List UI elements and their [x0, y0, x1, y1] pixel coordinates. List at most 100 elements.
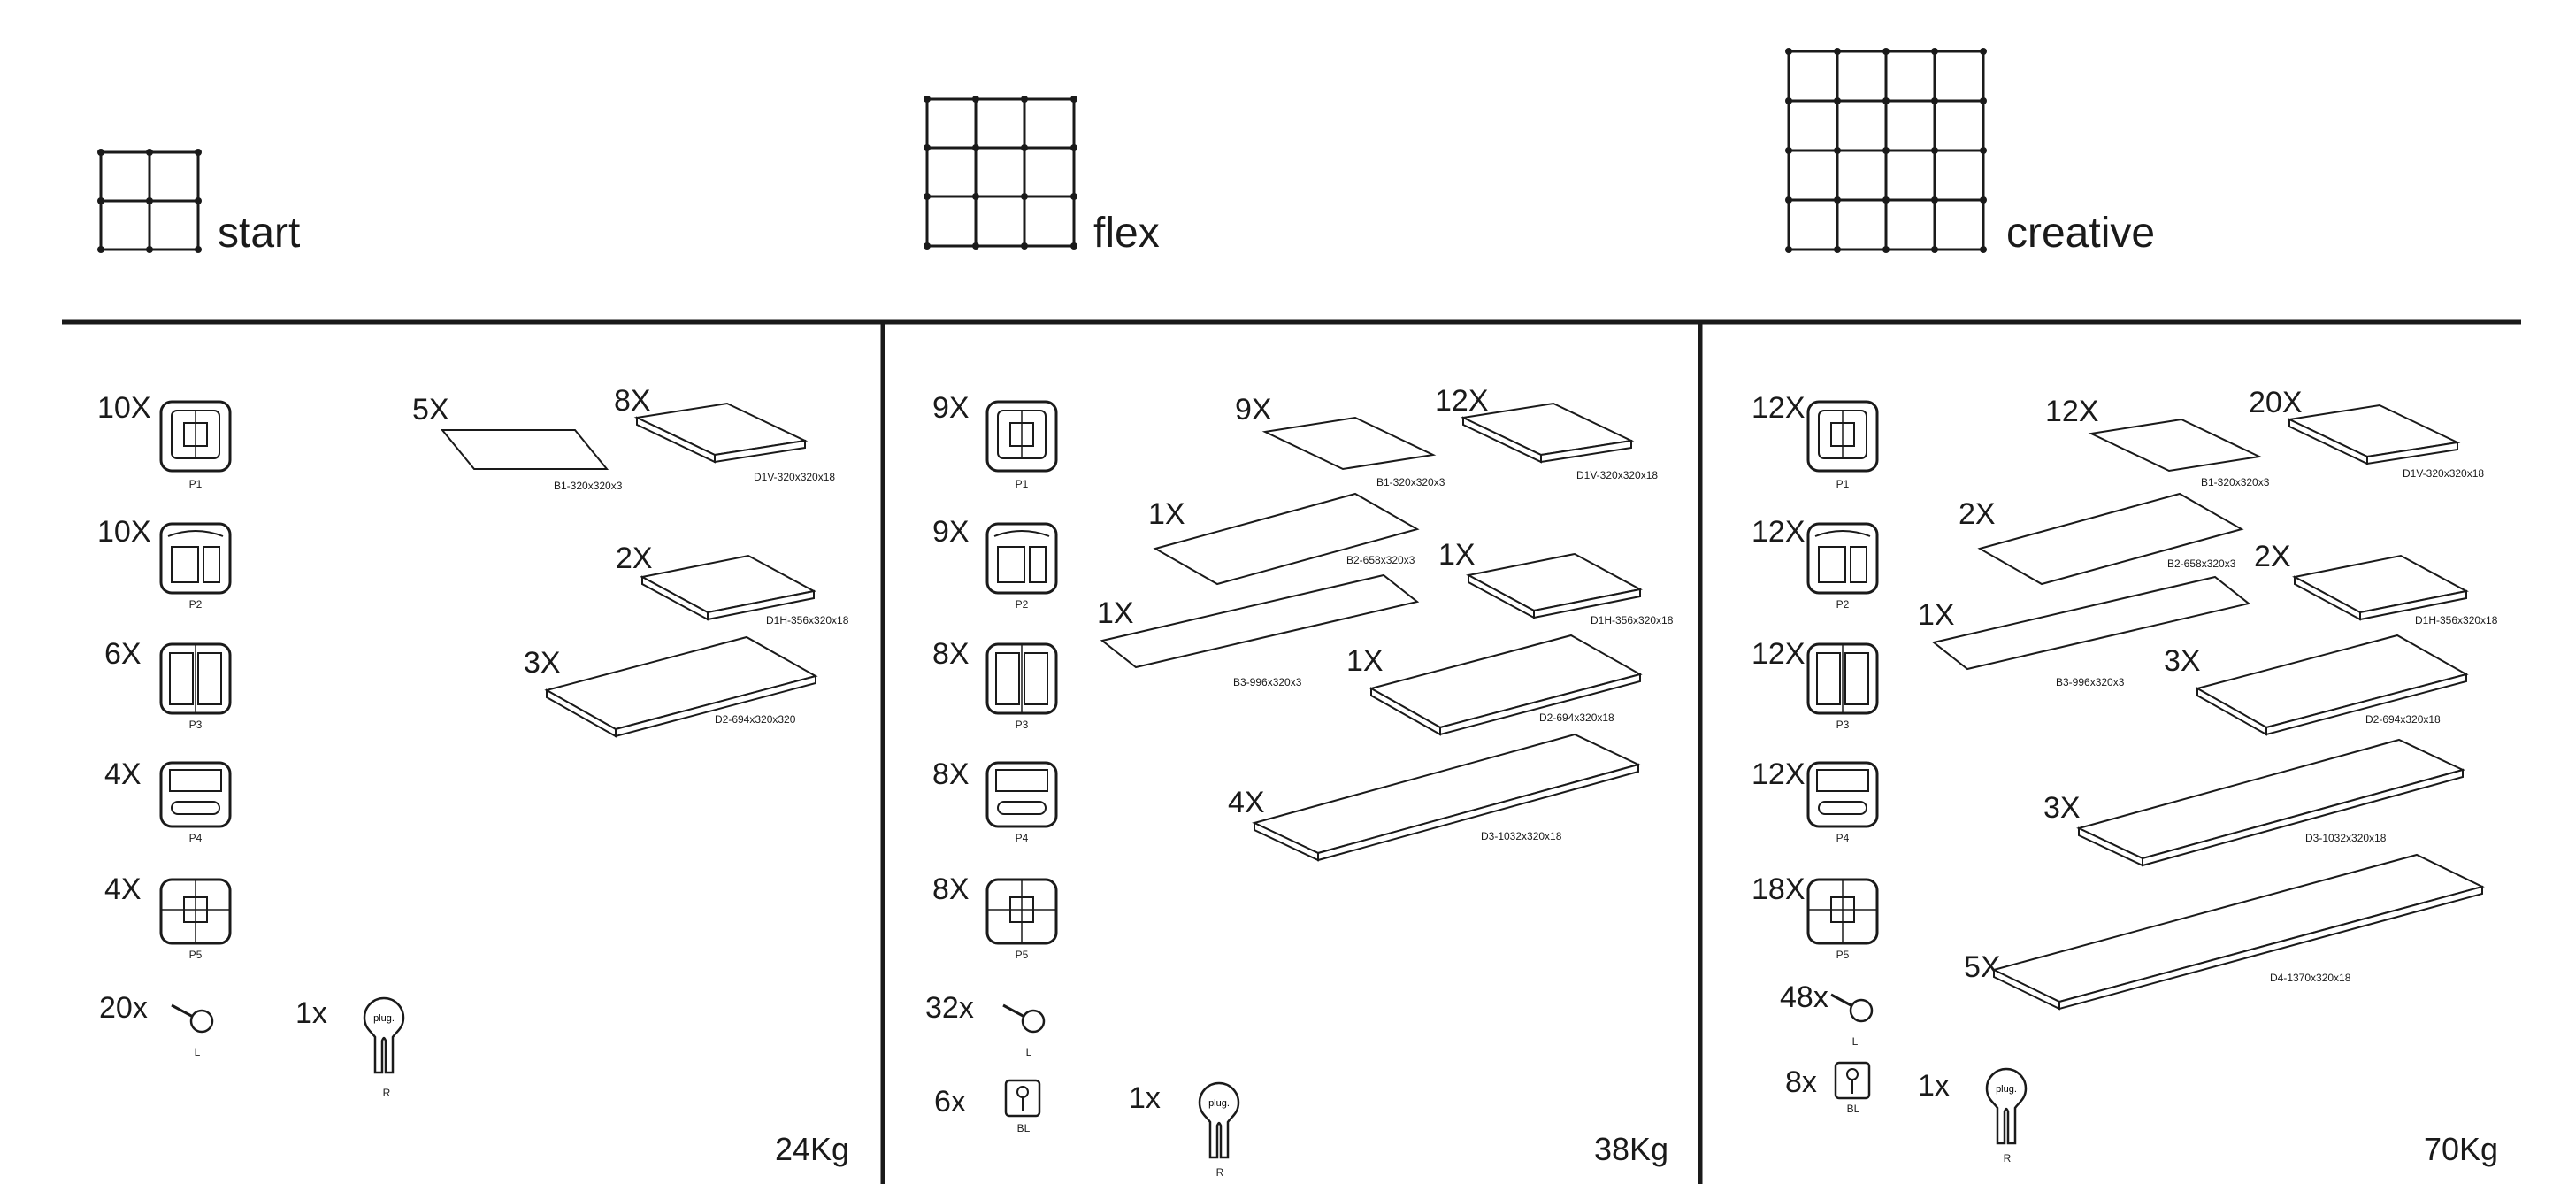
board-code: B1-320x320x3: [1376, 476, 1445, 488]
connector-qty: 6X: [104, 637, 142, 671]
tool-qty: 1x: [1918, 1069, 1950, 1103]
board-qty: 3X: [2043, 791, 2081, 825]
connector-qty: 4X: [104, 757, 142, 791]
board-qty: 1X: [1438, 538, 1476, 572]
grid-icon-start: [97, 149, 202, 253]
tool-icon: plug.: [1198, 1081, 1240, 1159]
connector-p1-icon: [985, 400, 1058, 473]
block-qty: 6x: [934, 1085, 966, 1119]
board-qty: 20X: [2249, 386, 2303, 419]
connector-qty: 9X: [932, 391, 970, 425]
pin-qty: 48x: [1780, 980, 1828, 1014]
board-qty: 2X: [616, 542, 653, 575]
connector-qty: 8X: [932, 757, 970, 791]
connector-label: P2: [1836, 598, 1850, 611]
board-b3: [1931, 575, 2251, 671]
connector-qty: 4X: [104, 873, 142, 906]
block-icon: [1004, 1079, 1041, 1118]
connector-p4-icon: [1806, 761, 1879, 828]
board-code: D2-694x320x18: [1539, 711, 1614, 724]
pin-qty: 32x: [925, 991, 974, 1025]
block-label: BL: [1846, 1103, 1860, 1115]
connector-label: P1: [1015, 478, 1029, 490]
connector-p3-icon: [985, 642, 1058, 715]
connector-qty: 12X: [1752, 637, 1806, 671]
connector-qty: 18X: [1752, 873, 1806, 906]
board-d3: [1252, 733, 1641, 862]
svg-text:plug.: plug.: [373, 1013, 395, 1024]
board-b1: [2088, 418, 2263, 473]
svg-text:plug.: plug.: [1996, 1084, 2017, 1095]
board-qty: 2X: [2254, 540, 2291, 573]
board-qty: 1X: [1346, 644, 1384, 678]
board-qty: 1X: [1097, 596, 1134, 630]
board-qty: 3X: [2164, 644, 2201, 678]
connector-label: P4: [1015, 832, 1029, 844]
connector-p4-icon: [985, 761, 1058, 828]
board-code: B3-996x320x3: [1233, 676, 1302, 688]
board-code: D2-694x320x18: [2365, 713, 2441, 726]
board-d1h: [2292, 554, 2469, 621]
pin-label: L: [194, 1046, 201, 1058]
tool-label: R: [382, 1087, 391, 1099]
board-qty: 2X: [1959, 497, 1996, 531]
board-code: D1H-356x320x18: [2415, 614, 2498, 627]
weight: 38Kg: [1594, 1131, 1669, 1167]
connector-p2-icon: [1806, 522, 1879, 595]
board-code: B1-320x320x3: [554, 480, 623, 492]
connector-p5-icon: [1806, 878, 1879, 945]
connector-p5-icon: [985, 878, 1058, 945]
connector-qty: 10X: [97, 391, 151, 425]
connector-p1-icon: [159, 400, 232, 473]
connector-p3-icon: [1806, 642, 1879, 715]
svg-text:plug.: plug.: [1208, 1098, 1230, 1109]
tool-qty: 1x: [295, 996, 327, 1030]
connector-label: P4: [188, 832, 203, 844]
board-code: D3-1032x320x18: [2305, 832, 2387, 844]
board-d2: [544, 635, 818, 738]
board-d1h: [640, 554, 816, 621]
pin-icon: [1830, 993, 1874, 1023]
connector-label: P1: [188, 478, 203, 490]
connector-label: P3: [1836, 719, 1850, 731]
pin-qty: 20x: [99, 991, 148, 1025]
board-code: D3-1032x320x18: [1481, 830, 1562, 842]
board-d2: [1368, 634, 1643, 736]
connector-label: P2: [1015, 598, 1029, 611]
weight: 70Kg: [2424, 1131, 2499, 1167]
connector-label: P5: [188, 949, 203, 961]
board-b1: [1261, 416, 1437, 471]
board-qty: 9X: [1235, 393, 1272, 427]
board-qty: 5X: [1964, 950, 2001, 984]
board-code: B1-320x320x3: [2201, 476, 2270, 488]
board-qty: 1X: [1148, 497, 1185, 531]
weight: 24Kg: [775, 1131, 850, 1167]
board-b3: [1100, 573, 1420, 669]
connector-p3-icon: [159, 642, 232, 715]
tool-label: R: [1215, 1166, 1224, 1179]
block-qty: 8x: [1785, 1065, 1817, 1099]
board-code: B2-658x320x3: [1346, 554, 1415, 566]
connector-p2-icon: [159, 522, 232, 595]
board-qty: 4X: [1228, 786, 1265, 819]
board-code: D1H-356x320x18: [1591, 614, 1674, 627]
board-qty: 3X: [524, 646, 561, 680]
board-code: D4-1370x320x18: [2270, 972, 2351, 984]
connector-qty: 12X: [1752, 391, 1806, 425]
connector-qty: 9X: [932, 515, 970, 549]
connector-qty: 10X: [97, 515, 151, 549]
connector-p4-icon: [159, 761, 232, 828]
connector-label: P5: [1015, 949, 1029, 961]
board-code: B2-658x320x3: [2167, 557, 2236, 570]
board-d1v: [2286, 404, 2461, 465]
board-d3: [2076, 738, 2465, 867]
board-d1v: [633, 402, 809, 464]
tool-icon: plug.: [1985, 1067, 2028, 1145]
system-title-flex: flex: [1093, 210, 1160, 257]
pin-label: L: [1852, 1035, 1859, 1048]
connector-qty: 12X: [1752, 515, 1806, 549]
connector-p1-icon: [1806, 400, 1879, 473]
board-code: B3-996x320x3: [2056, 676, 2125, 688]
pin-label: L: [1025, 1046, 1032, 1058]
